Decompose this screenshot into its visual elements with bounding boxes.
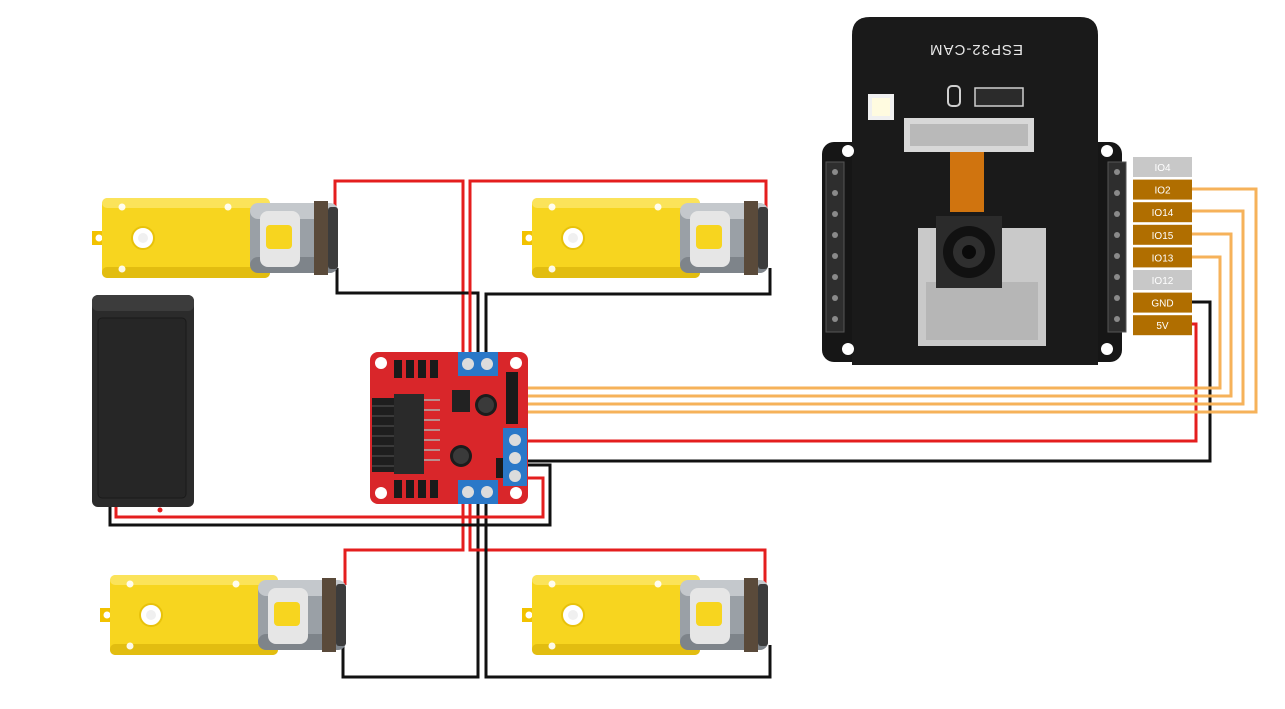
wire-black — [108, 463, 552, 527]
pin-label-5v: 5V — [1133, 315, 1192, 336]
pin-label-text: IO2 — [1154, 186, 1171, 197]
pin-label-text: 5V — [1156, 321, 1169, 332]
board-title: ESP32-CAM — [929, 41, 1023, 58]
pin-label-io2: IO2 — [1133, 179, 1192, 200]
pin-label-bg — [1133, 247, 1192, 268]
wire-black — [484, 500, 772, 679]
wire-black — [515, 300, 1212, 463]
pin-label-text: IO4 — [1154, 163, 1171, 174]
wire-black — [341, 500, 480, 679]
pin-label-text: GND — [1151, 299, 1173, 310]
pin-label-bg — [1133, 315, 1192, 336]
pin-label-text: IO15 — [1152, 231, 1174, 242]
wire-signal — [518, 209, 1245, 406]
camera-module-icon — [936, 216, 1002, 288]
dc-gear-motor-top-left — [91, 197, 339, 279]
wire-black — [335, 268, 480, 358]
pin-label-io13: IO13 — [1133, 247, 1192, 268]
pin-label-bg — [1133, 157, 1192, 177]
dc-gear-motor-bottom-right — [521, 574, 769, 656]
battery-box-icon — [92, 295, 194, 513]
pin-label-text: IO12 — [1152, 276, 1174, 287]
dc-gear-motor-top-right — [521, 197, 769, 279]
pin-label-io4: IO4 — [1133, 157, 1192, 177]
pin-label-io12: IO12 — [1133, 270, 1192, 290]
terminal-block-top — [458, 352, 498, 376]
pin-label-io15: IO15 — [1133, 224, 1192, 245]
pin-label-bg — [1133, 292, 1192, 313]
pin-label-io14: IO14 — [1133, 202, 1192, 223]
pin-label-bg — [1133, 270, 1192, 290]
wire-red — [515, 322, 1198, 443]
esp32-cam-board: ESP32-CAM — [822, 17, 1127, 365]
wire-signal — [518, 232, 1233, 398]
wire-red — [343, 500, 465, 585]
wire-black — [484, 268, 772, 358]
wire-red — [468, 500, 767, 585]
pin-label-bg — [1133, 179, 1192, 200]
pin-label-text: IO14 — [1152, 208, 1174, 219]
pin-label-bg — [1133, 224, 1192, 245]
pin-label-bg — [1133, 202, 1192, 223]
wire-signal — [518, 187, 1258, 414]
l298n-motor-driver-icon — [370, 352, 528, 504]
terminal-block-bottom — [458, 480, 498, 504]
pin-label-text: IO13 — [1152, 253, 1174, 264]
dc-gear-motor-bottom-left — [99, 574, 347, 656]
wire-red — [333, 179, 465, 358]
pin-label-gnd: GND — [1133, 292, 1192, 313]
wire-red — [468, 179, 768, 358]
wire-signal — [518, 255, 1222, 390]
wire-red — [114, 476, 545, 519]
terminal-block-power — [503, 428, 527, 486]
wires — [108, 179, 1258, 679]
